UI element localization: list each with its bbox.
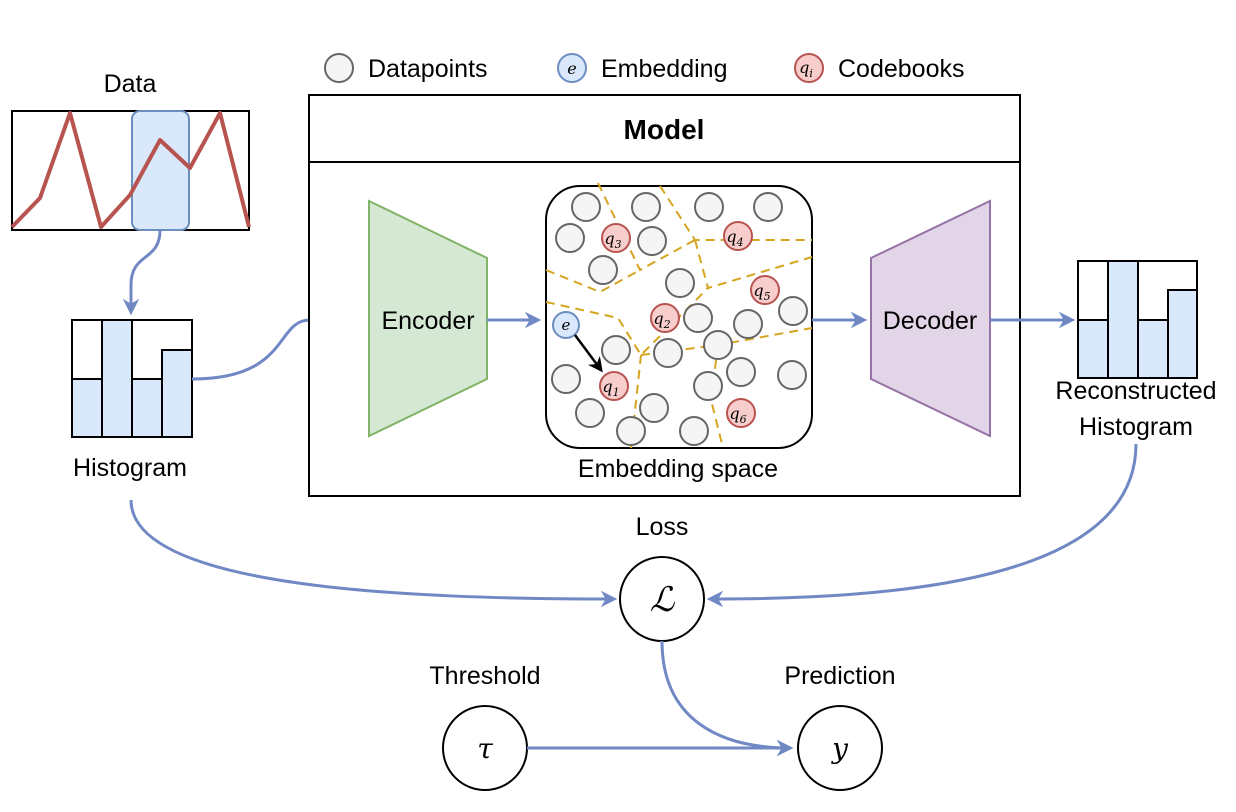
encoder-label: Encoder bbox=[381, 307, 474, 335]
reconstructed-label-line2: Histogram bbox=[1079, 413, 1193, 441]
codebook-q3: q3 bbox=[601, 223, 631, 253]
histogram-bar bbox=[1137, 319, 1169, 379]
histogram-bar bbox=[71, 378, 103, 438]
svg-text:q5: q5 bbox=[753, 281, 770, 303]
datapoint bbox=[639, 393, 669, 423]
codebook-q2: q2 bbox=[650, 303, 680, 333]
svg-text:q2: q2 bbox=[653, 309, 670, 331]
legend-codebook-icon bbox=[794, 53, 824, 83]
codebook-q1: q1 bbox=[599, 371, 629, 401]
datapoint bbox=[637, 226, 667, 256]
reconstructed-histogram bbox=[1077, 260, 1198, 379]
decoder-block bbox=[870, 199, 991, 438]
model-title: Model bbox=[624, 114, 705, 145]
datapoint bbox=[694, 192, 724, 222]
datapoint bbox=[683, 303, 713, 333]
codebook-q5: q5 bbox=[750, 275, 780, 305]
decoder-label: Decoder bbox=[883, 307, 978, 335]
legend-datapoints-label: Datapoints bbox=[368, 55, 488, 83]
svg-text:q4: q4 bbox=[726, 227, 743, 249]
codebook-q6: q6 bbox=[726, 398, 756, 428]
threshold-node: τ bbox=[442, 705, 528, 791]
legend-datapoint-icon bbox=[324, 53, 354, 83]
legend-embedding-symbol: e bbox=[567, 59, 576, 78]
datapoint bbox=[616, 416, 646, 446]
legend-codebook-symbol: qi bbox=[799, 58, 813, 80]
legend-embedding-icon bbox=[557, 53, 587, 83]
datapoint bbox=[733, 309, 763, 339]
datapoint bbox=[665, 268, 695, 298]
loss-node: ℒ bbox=[619, 556, 705, 642]
arrow-loss-to-prediction bbox=[660, 640, 794, 757]
arrow-data-to-histogram bbox=[122, 229, 162, 316]
datapoints bbox=[551, 192, 808, 446]
datapoint bbox=[653, 338, 683, 368]
embedding-space-label: Embedding space bbox=[578, 455, 778, 483]
legend-codebooks-label: Codebooks bbox=[838, 55, 964, 83]
svg-text:y: y bbox=[830, 732, 849, 765]
svg-text:τ: τ bbox=[477, 732, 493, 765]
svg-text:q6: q6 bbox=[729, 404, 746, 426]
histogram-bar bbox=[1077, 319, 1109, 379]
datapoint bbox=[777, 360, 807, 390]
datapoint bbox=[726, 357, 756, 387]
datapoint bbox=[703, 330, 733, 360]
embedding-space: q1 q2 q3 q4 q5 q6 e bbox=[545, 182, 813, 449]
histogram-bar bbox=[131, 378, 163, 438]
encoder-block bbox=[368, 199, 488, 438]
histogram-bar bbox=[101, 319, 133, 438]
datapoint bbox=[631, 192, 661, 222]
svg-text:e: e bbox=[562, 316, 571, 334]
time-series-line bbox=[10, 111, 251, 229]
data-label: Data bbox=[104, 70, 157, 98]
datapoint bbox=[693, 371, 723, 401]
prediction-label: Prediction bbox=[784, 662, 895, 690]
datapoint bbox=[555, 223, 585, 253]
datapoint bbox=[571, 192, 601, 222]
embedding-point: e bbox=[552, 311, 580, 339]
sliding-window bbox=[131, 110, 190, 231]
histogram-bar bbox=[1107, 260, 1139, 379]
histogram-bar bbox=[161, 349, 193, 438]
reconstructed-label-line1: Reconstructed bbox=[1055, 377, 1216, 405]
threshold-label: Threshold bbox=[429, 662, 540, 690]
prediction-node: y bbox=[797, 705, 883, 791]
datapoint bbox=[575, 398, 605, 428]
datapoint bbox=[551, 364, 581, 394]
datapoint bbox=[778, 296, 808, 326]
arrow-embedding-to-codebook bbox=[573, 334, 603, 373]
datapoint bbox=[601, 335, 631, 365]
svg-text:q3: q3 bbox=[604, 229, 621, 251]
arrow-histogram-to-loss bbox=[129, 499, 618, 608]
loss-label: Loss bbox=[636, 513, 689, 541]
legend-embedding-label: Embedding bbox=[601, 55, 727, 83]
data-plot bbox=[10, 110, 251, 231]
histogram-bar bbox=[1167, 289, 1198, 379]
svg-text:ℒ: ℒ bbox=[650, 580, 676, 620]
legend: Datapoints e Embedding qi Codebooks bbox=[324, 53, 964, 83]
svg-text:q1: q1 bbox=[602, 377, 619, 399]
arrow-histogram-to-encoder bbox=[191, 311, 366, 381]
arrow-reconstructed-to-loss bbox=[706, 443, 1138, 608]
histogram-label: Histogram bbox=[73, 454, 187, 482]
histogram bbox=[71, 319, 193, 438]
datapoint bbox=[753, 192, 783, 222]
codebook-q4: q4 bbox=[723, 221, 753, 251]
datapoint bbox=[679, 416, 709, 446]
datapoint bbox=[588, 255, 618, 285]
